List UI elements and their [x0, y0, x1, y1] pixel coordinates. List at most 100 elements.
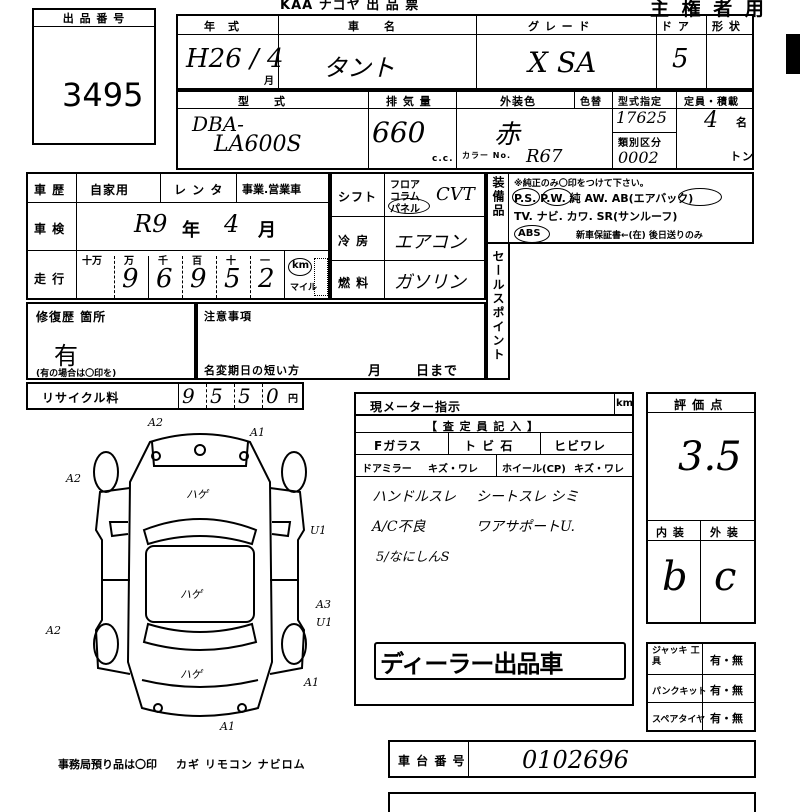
km-circle — [288, 258, 312, 276]
notes-block: 注意事項 名変期日の短い方 月 日まで — [196, 302, 486, 380]
shift-value: CVT — [436, 184, 475, 205]
lot-number-box: 出 品 番 号 3495 — [32, 8, 156, 145]
recycle-digit: 9 — [182, 384, 195, 408]
name-label: 車 名 — [348, 20, 396, 33]
door-label: ド ア — [661, 20, 690, 33]
mirror-opts: キズ・ワレ — [428, 464, 478, 475]
exterior-label: 外装色 — [500, 95, 536, 108]
model-value-1: DBA- — [192, 112, 244, 136]
category-label: 類別区分 — [618, 138, 662, 149]
dealer-stamp: ディーラー出品車 — [374, 642, 626, 680]
damage-mark: A3 — [315, 598, 331, 611]
exterior-value: c — [714, 554, 737, 600]
equipment-line1: P.S. P.W. 純 AW. AB(エアバック) — [514, 192, 694, 205]
recycle-block: リサイクル料 9 5 5 0 円 — [26, 382, 304, 410]
repair-block: 修復歴 箇所 有 (有の場合は〇印を) — [26, 302, 196, 380]
edge-mark — [786, 34, 800, 74]
mile-label: マイル — [290, 283, 318, 293]
damage-mark: A1 — [219, 720, 235, 733]
recycle-digit: 5 — [238, 384, 251, 408]
digit-unit-10k: 万 — [124, 256, 134, 267]
name-change-day: 日まで — [416, 364, 459, 379]
inspection-label: 車 検 — [34, 222, 66, 236]
digit-unit-1k: 千 — [158, 256, 168, 267]
equipment-block: 装備品 ※純正のみ〇印をつけて下さい。 P.S. P.W. 純 AW. AB(エ… — [486, 172, 754, 244]
fuel-value: ガソリン — [394, 272, 466, 293]
lot-number: 3495 — [62, 76, 144, 114]
glass-opt-crack: ヒビワレ — [554, 439, 607, 453]
load-unit: トン — [730, 150, 754, 163]
top-cut-text: KAA ナゴヤ 出 品 票 — [280, 0, 420, 13]
office-items: カギ リモコン ナビロム — [176, 758, 306, 771]
history-block: 車 歴 自家用 レ ン タ 事業.営業車 車 検 R9 年 4 月 走 行 十万… — [26, 172, 330, 300]
score-block: 評 価 点 3.5 内 装 外 装 b c — [646, 392, 756, 624]
car-damage-diagram: A2 A1 A2 U1 A3 U1 A2 A1 A1 ハゲ ハゲ ハゲ — [45, 416, 332, 733]
tool-spare-value: 有・無 — [710, 712, 743, 725]
ac-value: エアコン — [394, 232, 466, 253]
tool-jack-value: 有・無 — [710, 654, 743, 667]
tool-jack-label: ジャッキ 工 具 — [652, 646, 700, 667]
recycle-unit: 円 — [288, 394, 298, 405]
history-label: 車 歴 — [34, 183, 66, 197]
model-label: 型 式 — [238, 95, 286, 108]
note-line2b: ワアサポートU. — [476, 519, 575, 535]
chassis-label: 車 台 番 号 — [398, 754, 466, 768]
inspection-month: 月 — [258, 220, 277, 241]
category-value: 0002 — [618, 148, 659, 167]
repair-value: 有 — [54, 342, 78, 370]
tools-block: ジャッキ 工 具 有・無 パンクキット 有・無 スペアタイヤ 有・無 — [646, 642, 756, 732]
score-label: 評 価 点 — [674, 398, 724, 412]
chassis-value: 0102696 — [522, 746, 629, 774]
year-value: H26 / 4 — [186, 44, 284, 74]
lot-label: 出 品 番 号 — [34, 10, 154, 27]
wheel-opts: キズ・ワレ — [574, 464, 624, 475]
sales-point-column: セールスポイント — [486, 244, 510, 380]
inspection-value-r: R9 — [134, 210, 168, 238]
mirror-label: ドアミラー — [362, 464, 412, 475]
meter-block: 現メーター指示 km — [354, 392, 634, 416]
vehicle-row: 年 式 車 名 グ レ ー ド ド ア 形 状 H26 / 4 月 タント X … — [176, 14, 754, 90]
inspection-month-value: 4 — [224, 210, 240, 238]
damage-mark: A1 — [303, 676, 319, 689]
inspector-header: 【 査 定 員 記 入 】 — [426, 420, 539, 433]
year-label: 年 式 — [204, 20, 240, 33]
sales-point-label: セールスポイント — [491, 250, 505, 362]
note-line1a: ハンドルスレ — [372, 489, 456, 505]
damage-note: ハゲ — [180, 588, 204, 601]
equipment-line3: 新車保証書←(在) 後日送りのみ — [576, 231, 703, 241]
shape-label: 形 状 — [712, 20, 741, 33]
km-label: km — [292, 260, 310, 271]
cc-unit: c.c. — [432, 154, 454, 164]
note-line2a: A/C不良 — [372, 519, 426, 535]
damage-mark: A2 — [147, 416, 163, 429]
capacity-value: 4 — [704, 108, 718, 133]
capacity-label: 定員・積載 — [684, 97, 739, 108]
note-line1b: シートスレ シミ — [476, 489, 579, 505]
damage-mark: A2 — [45, 624, 61, 637]
mileage-label: 走 行 — [34, 272, 66, 286]
recycle-digit: 5 — [210, 384, 223, 408]
dealer-stamp-text: ディーラー出品車 — [380, 650, 563, 678]
name-change-label: 名変期日の短い方 — [204, 364, 300, 377]
interior-value: b — [662, 554, 688, 600]
type-designation-value: 17625 — [616, 108, 667, 127]
repair-note: (有の場合は〇印を) — [36, 369, 117, 379]
shift-opt-floor: フロア — [390, 180, 420, 191]
displacement-label: 排 気 量 — [386, 95, 432, 108]
damage-mark: A2 — [65, 472, 81, 485]
type-row: 型 式 排 気 量 外装色 色替 型式指定 定員・積載 DBA- LA600S … — [176, 90, 754, 170]
mileage-digit: 5 — [224, 264, 241, 294]
note-line3: 5/なにしんS — [376, 550, 450, 565]
exterior-value: 赤 — [494, 120, 521, 150]
equipment-note: ※純正のみ〇印をつけて下さい。 — [514, 179, 649, 189]
history-opt-private: 自家用 — [90, 183, 130, 197]
recycle-digit: 0 — [266, 384, 279, 408]
exterior-label: 外 装 — [710, 526, 739, 539]
damage-note: ハゲ — [186, 488, 210, 501]
equipment-label: 装備品 — [491, 176, 505, 218]
notes-label: 注意事項 — [204, 310, 252, 323]
meter-unit: km — [616, 398, 634, 409]
damage-mark: A1 — [249, 426, 265, 439]
office-label: 事務局預り品は〇印 — [58, 758, 157, 771]
grade-label: グ レ ー ド — [528, 20, 591, 33]
